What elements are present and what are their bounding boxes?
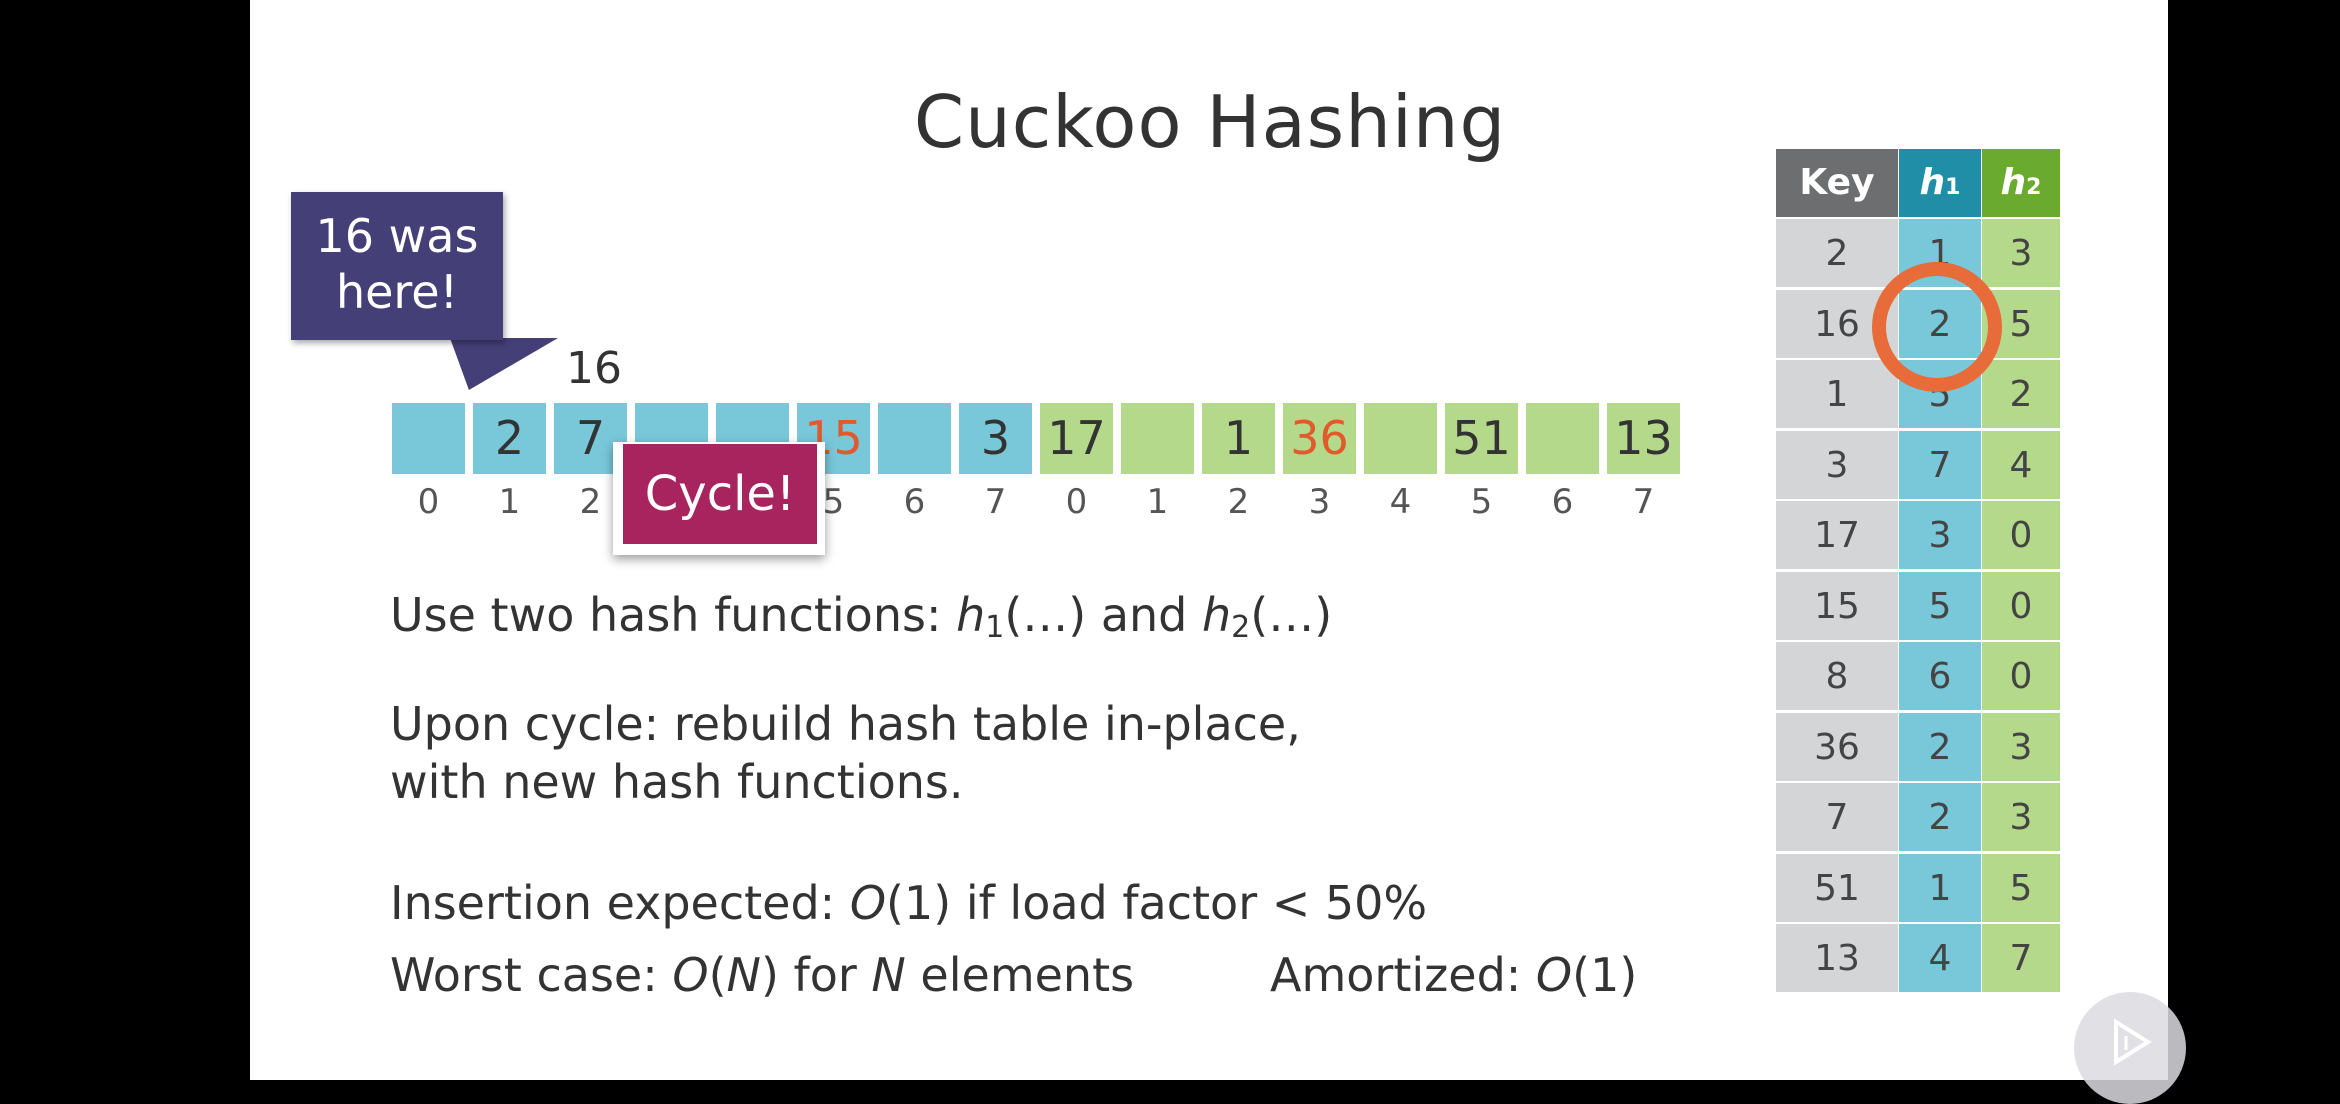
header-h2: h2 [1982, 149, 2060, 217]
text-line-worst-case: Worst case: O(N) for N elements [390, 948, 1135, 1002]
key-cell: 3 [1776, 430, 1898, 501]
play-button[interactable] [2074, 992, 2186, 1104]
text-line-upon-cycle: Upon cycle: rebuild hash table in-place, [390, 697, 1301, 751]
key-cell: 1 [1776, 360, 1898, 430]
t2-cell-4 [1364, 403, 1437, 474]
t2-cell-0: 17 [1040, 403, 1113, 474]
t1-index-5: 5 [822, 482, 845, 522]
t1-index-2: 2 [579, 482, 602, 522]
t1-index-0: 0 [417, 482, 440, 522]
t2-cell-5: 51 [1445, 403, 1518, 474]
t1-index-6: 6 [903, 482, 926, 522]
t2-cell-3: 36 [1283, 403, 1356, 474]
t1-cell-0 [392, 403, 465, 474]
t2-index-2: 2 [1227, 482, 1250, 522]
h2-cell: 0 [1982, 501, 2060, 571]
key-cell: 7 [1776, 783, 1898, 853]
t2-index-7: 7 [1632, 482, 1655, 522]
evicted-key: 16 [566, 343, 622, 394]
h1-cell: 6 [1899, 642, 1981, 712]
t2-cell-1 [1121, 403, 1194, 474]
callout-text: 16 was here! [315, 209, 479, 319]
play-icon [2114, 1018, 2152, 1066]
h1-cell: 4 [1899, 924, 1981, 994]
slide-title: Cuckoo Hashing [913, 80, 1507, 164]
h1-cell: 1 [1899, 853, 1981, 924]
h2-cell: 3 [1982, 783, 2060, 853]
key-cell: 36 [1776, 712, 1898, 783]
t2-cell-2: 1 [1202, 403, 1275, 474]
t2-index-6: 6 [1551, 482, 1574, 522]
t1-index-7: 7 [984, 482, 1007, 522]
t1-cell-6 [878, 403, 951, 474]
t2-cell-6 [1526, 403, 1599, 474]
text-line-insertion: Insertion expected: O(1) if load factor … [390, 876, 1428, 930]
text-line-new-hash: with new hash functions. [390, 755, 964, 809]
key-cell: 2 [1776, 219, 1898, 289]
t1-index-1: 1 [498, 482, 521, 522]
t2-index-5: 5 [1470, 482, 1493, 522]
text-line-hash-functions: Use two hash functions: h1(…) and h2(…) [390, 588, 1333, 645]
h2-cell: 7 [1982, 924, 2060, 994]
h2-cell: 0 [1982, 571, 2060, 642]
h2-cell: 3 [1982, 712, 2060, 783]
h1-cell: 3 [1899, 501, 1981, 571]
key-cell: 51 [1776, 853, 1898, 924]
highlight-circle [1872, 262, 2002, 392]
callout-tail [450, 338, 577, 390]
h1-cell: 2 [1899, 783, 1981, 853]
h1-cell: 5 [1899, 571, 1981, 642]
h2-cell: 0 [1982, 642, 2060, 712]
header-key: Key [1776, 149, 1898, 217]
t2-index-4: 4 [1389, 482, 1412, 522]
h1-cell: 2 [1899, 712, 1981, 783]
text-line-amortized: Amortized: O(1) [1270, 948, 1638, 1002]
t1-cell-1: 2 [473, 403, 546, 474]
t2-cell-7: 13 [1607, 403, 1680, 474]
h2-cell: 2 [1982, 360, 2060, 430]
key-cell: 15 [1776, 571, 1898, 642]
cycle-label: Cycle! [623, 444, 817, 544]
h2-cell: 5 [1982, 853, 2060, 924]
key-cell: 8 [1776, 642, 1898, 712]
callout-bubble: 16 was here! [291, 192, 503, 340]
key-cell: 17 [1776, 501, 1898, 571]
t1-cell-7: 3 [959, 403, 1032, 474]
h2-cell: 4 [1982, 430, 2060, 501]
h2-cell: 3 [1982, 219, 2060, 289]
key-cell: 13 [1776, 924, 1898, 994]
header-h1: h1 [1899, 149, 1981, 217]
t2-index-3: 3 [1308, 482, 1331, 522]
t2-index-0: 0 [1065, 482, 1088, 522]
h1-cell: 7 [1899, 430, 1981, 501]
t2-index-1: 1 [1146, 482, 1169, 522]
